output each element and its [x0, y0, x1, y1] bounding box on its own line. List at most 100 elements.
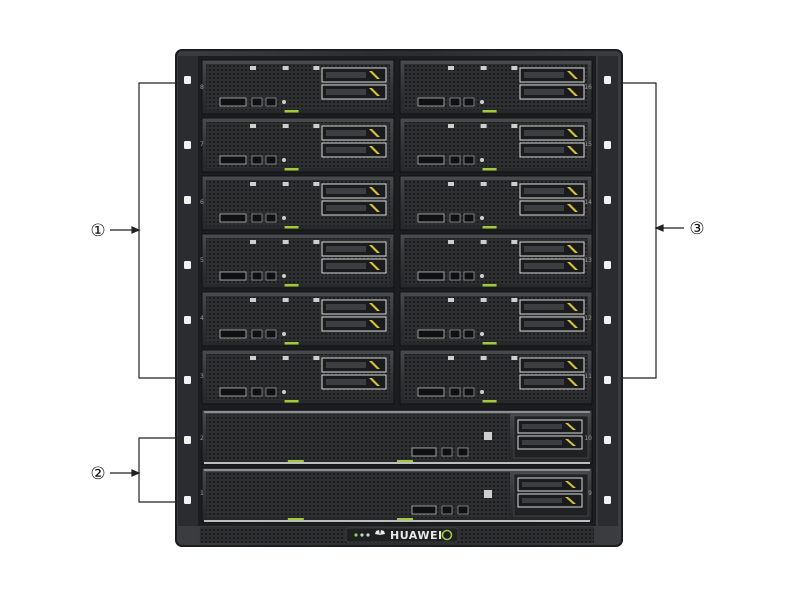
vga-port — [219, 271, 247, 281]
drive-latch — [565, 423, 576, 430]
drive-latch — [567, 204, 578, 212]
drive-latch — [567, 361, 578, 369]
usb-port — [251, 387, 263, 397]
screw — [511, 124, 518, 128]
status-led — [480, 390, 484, 394]
blade-handle — [204, 520, 590, 522]
drive-latch — [369, 71, 380, 79]
usb-port — [449, 271, 461, 281]
drive-label — [524, 263, 564, 269]
vga-port — [219, 329, 247, 339]
callout-1-label: ① — [90, 221, 105, 241]
screw — [282, 182, 289, 186]
usb-port — [449, 155, 461, 165]
callout-3-bracket — [620, 82, 684, 379]
drive-latch — [567, 88, 578, 96]
accent-strip — [482, 284, 497, 287]
half-width-blade — [201, 233, 395, 289]
slot-number: 14 — [584, 199, 592, 206]
drive-latch — [567, 129, 578, 137]
vga-port — [417, 329, 445, 339]
drive-label — [326, 130, 366, 136]
slot-number: 5 — [200, 257, 204, 264]
drive-label — [326, 188, 366, 194]
power-button[interactable] — [441, 529, 453, 541]
drive-latch — [369, 303, 380, 311]
drive-label — [524, 147, 564, 153]
drive-latch — [567, 262, 578, 270]
slot-number: 15 — [584, 141, 592, 148]
usb-port — [449, 329, 461, 339]
usb-port — [463, 213, 475, 223]
accent-strip — [482, 342, 497, 345]
mounting-hole — [184, 376, 191, 384]
slot-number: 9 — [588, 490, 592, 497]
left-rail — [178, 56, 198, 526]
accent-strip — [482, 226, 497, 229]
accent-strip — [287, 518, 304, 521]
mounting-hole — [184, 76, 191, 84]
half-width-blade — [399, 117, 593, 173]
status-led-icons — [354, 533, 370, 537]
mounting-hole — [184, 436, 191, 444]
callout-3-label: ③ — [689, 219, 704, 239]
status-led — [480, 158, 484, 162]
screw — [448, 182, 454, 186]
status-led — [282, 274, 286, 278]
mounting-hole — [604, 76, 611, 84]
screw — [250, 298, 256, 302]
rail-bar — [598, 56, 618, 526]
screw — [480, 182, 487, 186]
screw — [511, 356, 518, 360]
screw — [511, 240, 518, 244]
blade-ridge — [204, 469, 590, 471]
half-width-blade — [201, 117, 395, 173]
drive-latch — [565, 497, 576, 504]
screw — [282, 124, 289, 128]
drive-latch — [369, 245, 380, 253]
drive-latch — [567, 71, 578, 79]
usb-port — [463, 97, 475, 107]
vga-port — [219, 387, 247, 397]
accent-strip — [284, 284, 299, 287]
drive-label — [524, 321, 564, 327]
usb-port — [265, 329, 277, 339]
drive-latch — [369, 88, 380, 96]
callout-1-bracket — [110, 82, 178, 379]
vga-port — [417, 155, 445, 165]
slot-number: 16 — [584, 84, 592, 91]
drive-label — [326, 205, 366, 211]
drive-latch — [565, 439, 576, 446]
vga-port — [417, 97, 445, 107]
usb-port — [265, 155, 277, 165]
usb-port — [265, 97, 277, 107]
screw — [313, 124, 320, 128]
drive-label — [326, 246, 366, 252]
drive-label — [522, 498, 562, 503]
usb-port — [463, 271, 475, 281]
slot-number: 7 — [200, 141, 204, 148]
status-led — [282, 100, 286, 104]
callout-2-label: ② — [90, 464, 105, 484]
screw — [448, 240, 454, 244]
slot-number: 11 — [584, 373, 592, 380]
screw — [511, 298, 518, 302]
accent-strip — [397, 460, 413, 463]
usb-port — [251, 271, 263, 281]
drive-latch — [567, 303, 578, 311]
usb-port — [441, 447, 453, 457]
usb-port — [251, 155, 263, 165]
status-led — [484, 432, 492, 440]
usb-port — [449, 213, 461, 223]
drive-label — [524, 362, 564, 368]
vga-port — [219, 155, 247, 165]
half-width-blade — [399, 349, 593, 405]
mounting-hole — [604, 376, 611, 384]
rail-bar — [178, 56, 198, 526]
drive-latch — [369, 204, 380, 212]
slot-number: 6 — [200, 199, 204, 206]
screw — [480, 66, 487, 70]
half-width-blade — [201, 175, 395, 231]
